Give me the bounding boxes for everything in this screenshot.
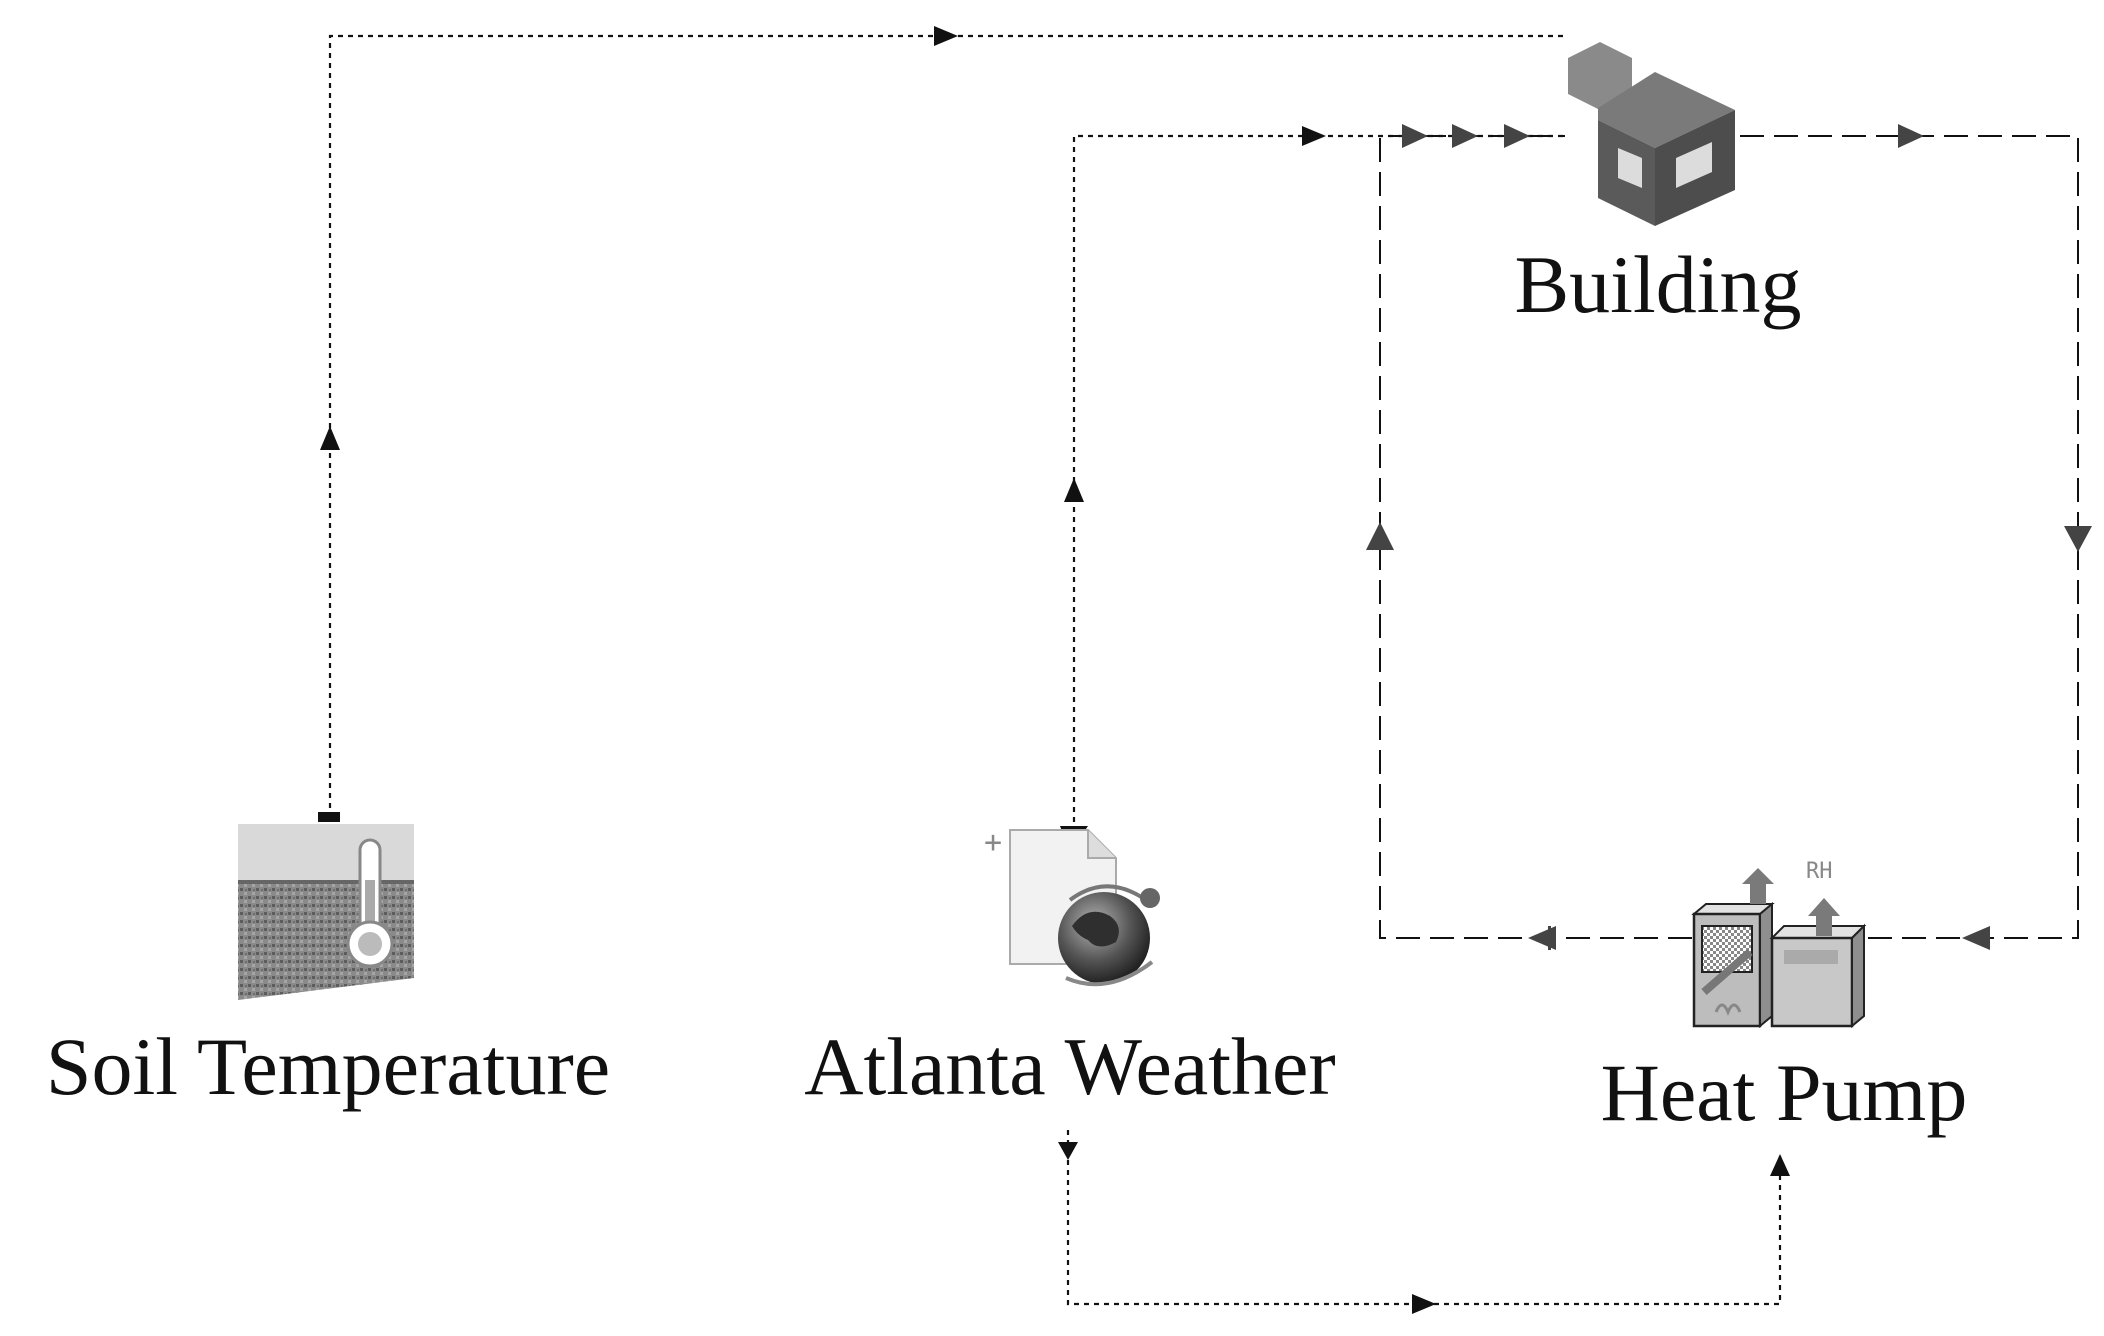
arrow-down-icon (2064, 526, 2092, 552)
arrow-right-icon (1402, 124, 1428, 148)
arrow-right-icon (934, 26, 958, 46)
building-cube-icon[interactable] (1568, 42, 1735, 226)
arrow-left-icon (1528, 926, 1556, 950)
arrow-up-icon (1064, 478, 1084, 502)
thermometer-soil-icon[interactable] (238, 824, 414, 1000)
atlanta-weather-label: Atlanta Weather (804, 1021, 1336, 1112)
arrow-right-icon (1504, 124, 1530, 148)
svg-text:RH: RH (1806, 859, 1833, 884)
link-soil-to-building[interactable] (328, 34, 1565, 818)
arrow-right-icon (1302, 126, 1326, 146)
heat-pump-icon[interactable]: RH (1691, 859, 1867, 1029)
weather-file-globe-icon[interactable]: + (984, 825, 1160, 987)
link-weather-to-heatpump[interactable] (1066, 1130, 1782, 1306)
arrow-tick-icon (1548, 926, 1551, 950)
soil-temperature-label: Soil Temperature (45, 1021, 611, 1112)
arrow-left-icon (1962, 926, 1990, 950)
heat-pump-label: Heat Pump (1600, 1047, 1968, 1138)
building-label: Building (1514, 239, 1802, 330)
connector-dot-icon (318, 812, 340, 822)
svg-text:+: + (984, 825, 1002, 860)
arrow-right-icon (1412, 1294, 1436, 1314)
link-weather-to-building[interactable] (1072, 134, 1565, 832)
arrow-down-icon (1058, 1142, 1078, 1160)
arrow-right-icon (1898, 124, 1924, 148)
arrow-up-icon (320, 426, 340, 450)
arrow-right-icon (1452, 124, 1478, 148)
arrowheads (318, 26, 2092, 1314)
arrow-up-icon (1770, 1154, 1790, 1176)
arrow-up-icon (1366, 522, 1394, 550)
